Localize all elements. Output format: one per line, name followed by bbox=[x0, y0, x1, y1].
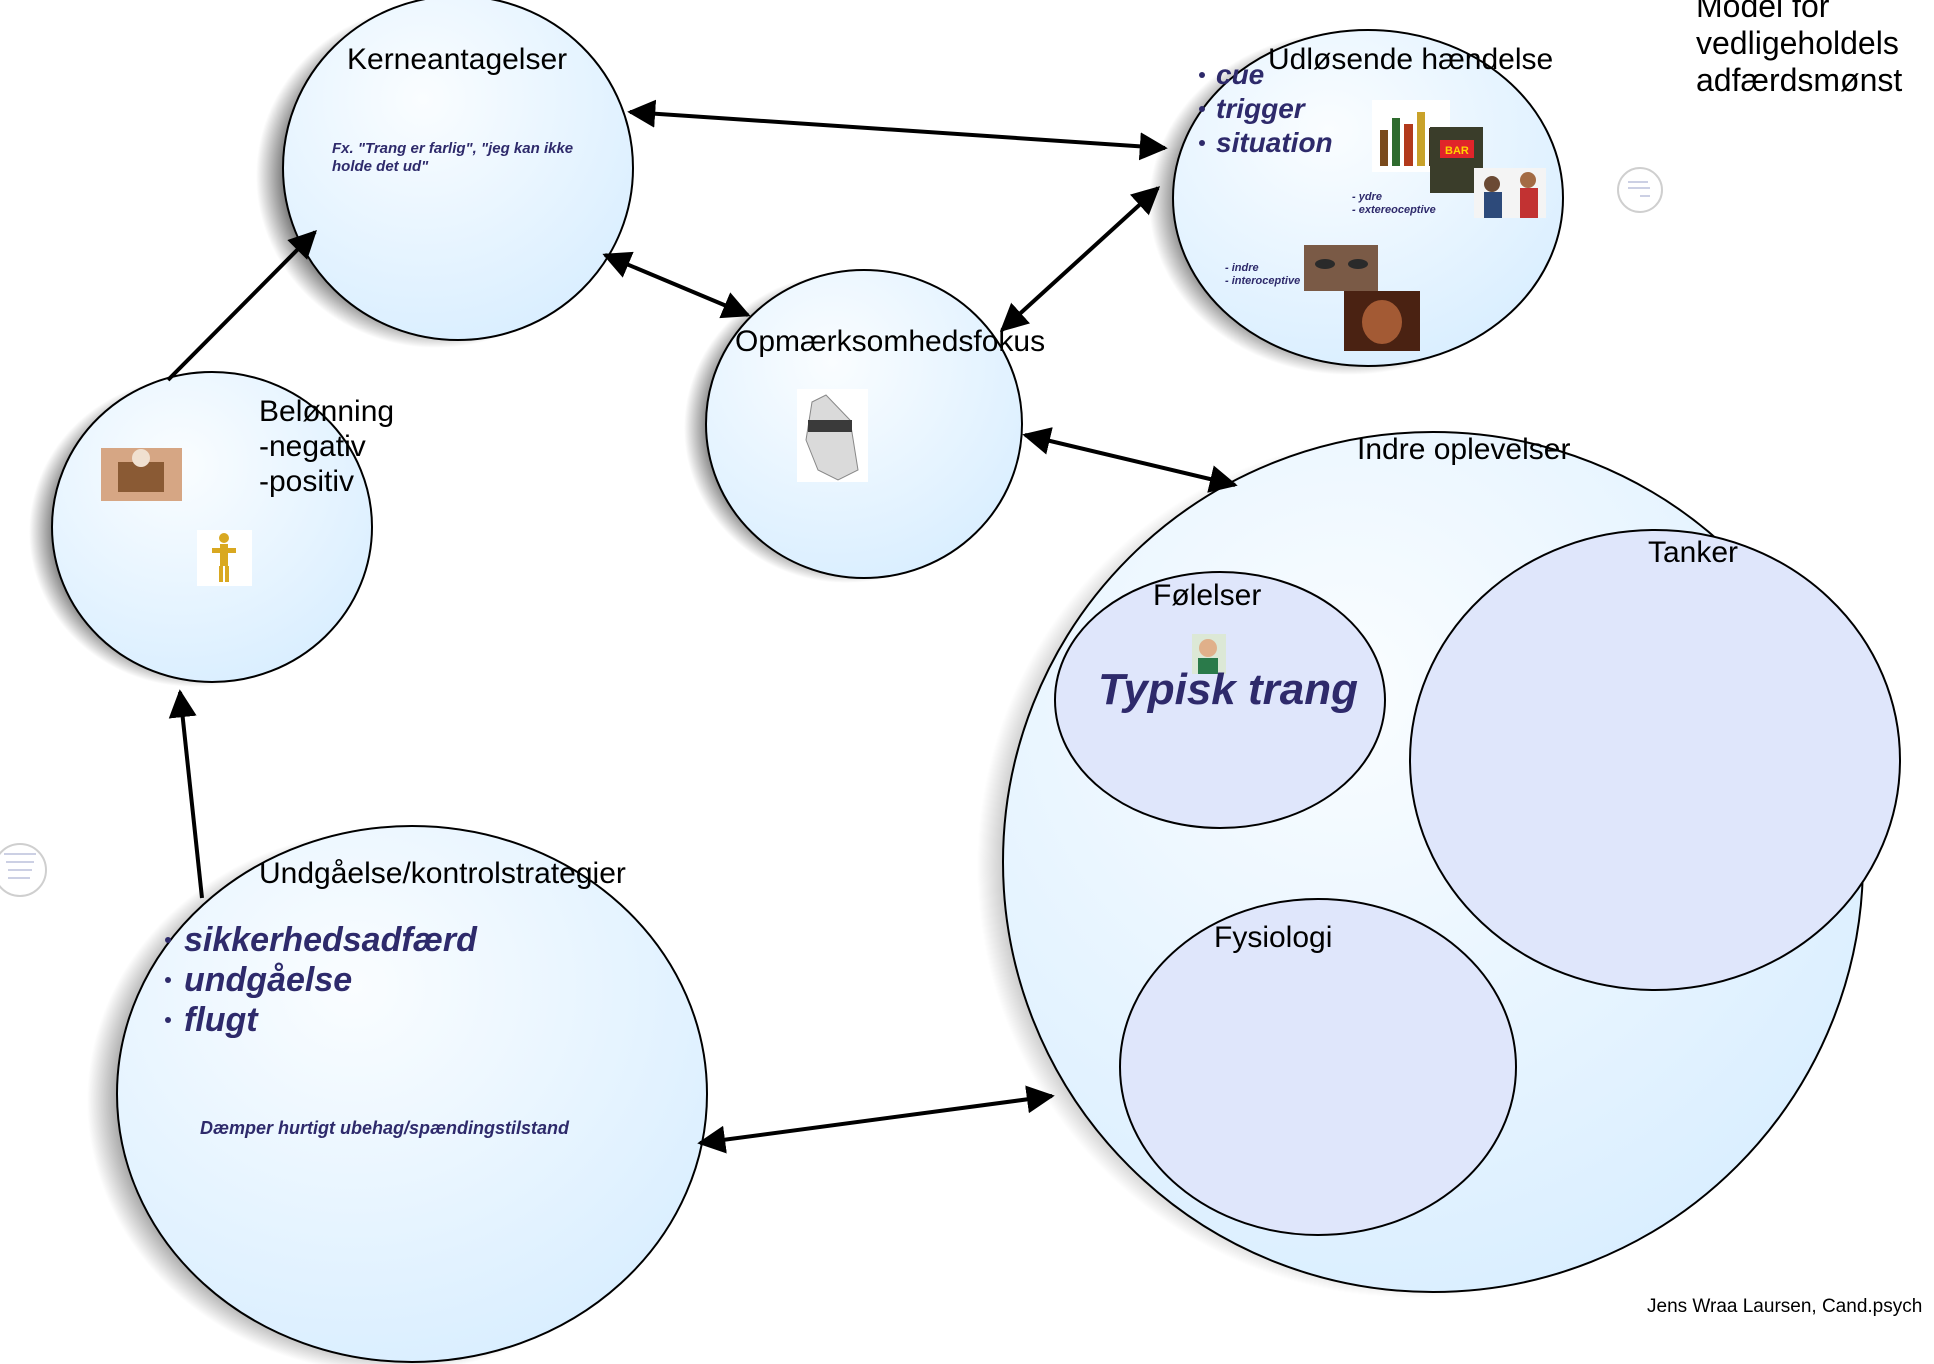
tanker-circle[interactable] bbox=[1409, 529, 1901, 991]
bullet-situation: situation bbox=[1216, 127, 1333, 158]
note-extereoceptive: - extereoceptive bbox=[1352, 204, 1436, 216]
undgaelse-circle[interactable] bbox=[116, 825, 708, 1363]
opmaerk-title: Opmærksomhedsfokus bbox=[735, 325, 1045, 358]
udlosende-bullets: cue trigger situation bbox=[1199, 59, 1333, 158]
bullet-cue: cue bbox=[1216, 59, 1264, 90]
person-phone-image bbox=[1192, 634, 1226, 674]
box-image bbox=[101, 448, 182, 501]
bullet-undgaelse: undgåelse bbox=[184, 961, 352, 999]
indre-title: Indre oplevelser bbox=[1357, 433, 1570, 466]
horse-image bbox=[797, 389, 868, 482]
belonning-line3: -positiv bbox=[259, 465, 354, 498]
belonning-line2: -negativ bbox=[259, 430, 366, 463]
folelser-circle[interactable] bbox=[1054, 571, 1386, 829]
corner-title: Model for vedligeholdels adfærdsmønst bbox=[1696, 0, 1902, 99]
arrow-kerne-udlosende bbox=[627, 99, 1168, 161]
arrow-belonning-kerne bbox=[166, 230, 317, 382]
tanker-label: Tanker bbox=[1648, 536, 1738, 569]
kerne-note-1: Fx. "Trang er farlig", "jeg kan ikke bbox=[332, 140, 573, 157]
note-ydre: - ydre bbox=[1352, 191, 1382, 203]
undgaelse-bullets: sikkerhedsadfærd undgåelse flugt bbox=[165, 921, 478, 1039]
argument-image bbox=[1474, 168, 1546, 218]
note-indre: - indre bbox=[1225, 262, 1259, 274]
bullet-flugt: flugt bbox=[184, 1001, 259, 1039]
arrow-kerne-opmaerk bbox=[602, 251, 751, 319]
udlosende-title: Udløsende hændelse bbox=[1268, 43, 1553, 76]
arrow-undgaelse-belonning bbox=[168, 689, 204, 899]
kerne-circle[interactable] bbox=[282, 0, 634, 341]
arrow-opmaerk-udlosende bbox=[999, 186, 1161, 332]
thumbnail-left[interactable] bbox=[0, 843, 47, 897]
belonning-line1: Belønning bbox=[259, 395, 394, 428]
corner-title-line3: adfærdsmønst bbox=[1696, 62, 1903, 98]
corner-title-line1: Model for bbox=[1696, 0, 1830, 24]
face-image bbox=[1344, 291, 1420, 351]
arrow-opmaerk-indre bbox=[1022, 427, 1238, 493]
note-interoceptive: - interoceptive bbox=[1225, 275, 1300, 287]
undgaelse-note: Dæmper hurtigt ubehag/spændingstilstand bbox=[200, 1118, 570, 1138]
udlosende-circle[interactable] bbox=[1172, 29, 1564, 367]
typisk-trang: Typisk trang bbox=[1098, 665, 1358, 714]
arrows bbox=[166, 99, 1238, 1154]
kerne-title: Kerneantagelser bbox=[347, 43, 567, 76]
folelser-label: Følelser bbox=[1153, 579, 1261, 612]
thumbnail-right[interactable] bbox=[1617, 167, 1663, 213]
bullet-trigger: trigger bbox=[1216, 93, 1307, 124]
fysiologi-circle[interactable] bbox=[1119, 898, 1517, 1236]
fysiologi-label: Fysiologi bbox=[1214, 921, 1332, 954]
corner-title-line2: vedligeholdels bbox=[1696, 25, 1899, 61]
undgaelse-title: Undgåelse/kontrolstrategier bbox=[259, 857, 626, 890]
eyes-image bbox=[1304, 245, 1378, 291]
svg-text:BAR: BAR bbox=[1445, 145, 1469, 157]
footer-credit: Jens Wraa Laursen, Cand.psych bbox=[1647, 1296, 1923, 1317]
kerne-note-2: holde det ud" bbox=[332, 158, 429, 175]
gold-figure-image bbox=[197, 530, 252, 586]
bullet-sikkerhedsadfaerd: sikkerhedsadfærd bbox=[184, 921, 478, 959]
arrow-undgaelse-indre bbox=[697, 1085, 1055, 1154]
